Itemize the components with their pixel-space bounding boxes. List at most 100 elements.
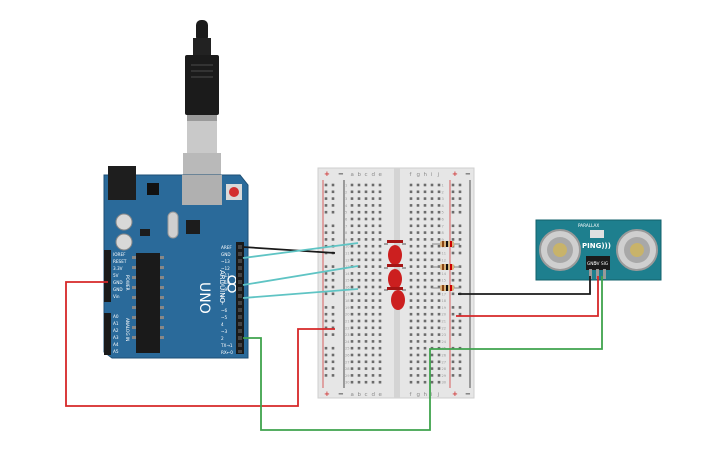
breadboard-hole[interactable] bbox=[371, 251, 375, 255]
breadboard-hole[interactable] bbox=[357, 380, 361, 384]
rail-hole[interactable] bbox=[458, 204, 462, 207]
breadboard-hole[interactable] bbox=[416, 319, 420, 323]
breadboard-hole[interactable] bbox=[423, 380, 427, 384]
breadboard-hole[interactable] bbox=[357, 265, 361, 268]
breadboard-hole[interactable] bbox=[430, 306, 434, 309]
breadboard-hole[interactable] bbox=[416, 210, 420, 214]
breadboard-hole[interactable] bbox=[430, 217, 434, 221]
breadboard-hole[interactable] bbox=[357, 183, 361, 187]
rail-hole[interactable] bbox=[331, 210, 335, 214]
breadboard-hole[interactable] bbox=[378, 374, 382, 377]
breadboard-hole[interactable] bbox=[378, 306, 382, 309]
breadboard-hole[interactable] bbox=[437, 367, 441, 370]
breadboard-hole[interactable] bbox=[371, 306, 375, 309]
breadboard-hole[interactable] bbox=[409, 340, 413, 343]
breadboard-hole[interactable] bbox=[357, 312, 361, 316]
breadboard-hole[interactable] bbox=[423, 319, 427, 323]
breadboard-hole[interactable] bbox=[357, 333, 361, 336]
breadboard-hole[interactable] bbox=[357, 367, 361, 370]
wire-teal-2[interactable] bbox=[242, 265, 359, 286]
breadboard-hole[interactable] bbox=[416, 312, 420, 316]
breadboard-hole[interactable] bbox=[437, 190, 441, 194]
breadboard-hole[interactable] bbox=[378, 292, 382, 296]
breadboard-hole[interactable] bbox=[423, 340, 427, 343]
breadboard-hole[interactable] bbox=[357, 244, 361, 248]
breadboard-hole[interactable] bbox=[409, 190, 413, 194]
rail-hole[interactable] bbox=[324, 231, 328, 234]
breadboard-hole[interactable] bbox=[364, 306, 368, 309]
breadboard-hole[interactable] bbox=[350, 306, 354, 309]
breadboard-hole[interactable] bbox=[430, 367, 434, 370]
breadboard-hole[interactable] bbox=[357, 190, 361, 194]
breadboard-hole[interactable] bbox=[416, 306, 420, 309]
breadboard-hole[interactable] bbox=[364, 278, 368, 282]
breadboard-hole[interactable] bbox=[371, 190, 375, 194]
breadboard-hole[interactable] bbox=[437, 306, 441, 309]
rail-hole[interactable] bbox=[458, 224, 462, 228]
breadboard-hole[interactable] bbox=[416, 197, 420, 200]
breadboard-hole[interactable] bbox=[430, 197, 434, 200]
breadboard-hole[interactable] bbox=[409, 319, 413, 323]
breadboard-hole[interactable] bbox=[371, 204, 375, 207]
rail-hole[interactable] bbox=[451, 319, 455, 323]
breadboard-hole[interactable] bbox=[423, 251, 427, 255]
breadboard-hole[interactable] bbox=[423, 353, 427, 357]
breadboard-hole[interactable] bbox=[423, 217, 427, 221]
breadboard-hole[interactable] bbox=[423, 278, 427, 282]
rail-hole[interactable] bbox=[451, 204, 455, 207]
breadboard-hole[interactable] bbox=[437, 299, 441, 302]
breadboard-hole[interactable] bbox=[357, 340, 361, 343]
breadboard-hole[interactable] bbox=[423, 374, 427, 377]
breadboard-hole[interactable] bbox=[378, 251, 382, 255]
breadboard-hole[interactable] bbox=[378, 353, 382, 357]
breadboard-hole[interactable] bbox=[378, 190, 382, 194]
rail-hole[interactable] bbox=[324, 306, 328, 309]
breadboard-hole[interactable] bbox=[371, 231, 375, 234]
breadboard-hole[interactable] bbox=[409, 374, 413, 377]
breadboard-hole[interactable] bbox=[350, 319, 354, 323]
breadboard-hole[interactable] bbox=[371, 238, 375, 241]
breadboard-hole[interactable] bbox=[357, 258, 361, 262]
breadboard-hole[interactable] bbox=[430, 238, 434, 241]
rail-hole[interactable] bbox=[451, 333, 455, 336]
breadboard-hole[interactable] bbox=[409, 204, 413, 207]
breadboard-hole[interactable] bbox=[350, 312, 354, 316]
rail-hole[interactable] bbox=[458, 353, 462, 357]
breadboard-hole[interactable] bbox=[364, 333, 368, 336]
rail-hole[interactable] bbox=[451, 224, 455, 228]
rail-hole[interactable] bbox=[331, 224, 335, 228]
breadboard-hole[interactable] bbox=[371, 217, 375, 221]
arduino-uno-board[interactable]: UNO ARDUINO AREFGND~13~12~11~10~987~6~54… bbox=[103, 166, 249, 359]
rail-hole[interactable] bbox=[331, 306, 335, 309]
breadboard-hole[interactable] bbox=[437, 340, 441, 343]
breadboard-hole[interactable] bbox=[357, 346, 361, 350]
breadboard-hole[interactable] bbox=[430, 380, 434, 384]
breadboard-hole[interactable] bbox=[371, 333, 375, 336]
breadboard-hole[interactable] bbox=[378, 272, 382, 275]
breadboard-hole[interactable] bbox=[409, 251, 413, 255]
breadboard-hole[interactable] bbox=[350, 326, 354, 330]
breadboard-hole[interactable] bbox=[350, 340, 354, 343]
breadboard-hole[interactable] bbox=[437, 204, 441, 207]
breadboard-hole[interactable] bbox=[423, 183, 427, 187]
rail-hole[interactable] bbox=[324, 265, 328, 268]
breadboard-hole[interactable] bbox=[416, 380, 420, 384]
breadboard-hole[interactable] bbox=[430, 204, 434, 207]
breadboard-hole[interactable] bbox=[357, 231, 361, 234]
breadboard-hole[interactable] bbox=[437, 197, 441, 200]
rail-hole[interactable] bbox=[458, 238, 462, 241]
rail-hole[interactable] bbox=[331, 183, 335, 187]
rail-hole[interactable] bbox=[324, 238, 328, 241]
rail-hole[interactable] bbox=[451, 312, 455, 316]
breadboard-hole[interactable] bbox=[364, 292, 368, 296]
breadboard-hole[interactable] bbox=[371, 360, 375, 364]
breadboard-hole[interactable] bbox=[409, 265, 413, 268]
rail-hole[interactable] bbox=[331, 367, 335, 370]
wire-red-5v[interactable] bbox=[65, 281, 335, 407]
breadboard-hole[interactable] bbox=[371, 299, 375, 302]
breadboard-hole[interactable] bbox=[437, 333, 441, 336]
breadboard-hole[interactable] bbox=[350, 292, 354, 296]
wire-teal-3[interactable] bbox=[242, 288, 359, 299]
rail-hole[interactable] bbox=[458, 333, 462, 336]
breadboard-hole[interactable] bbox=[437, 312, 441, 316]
